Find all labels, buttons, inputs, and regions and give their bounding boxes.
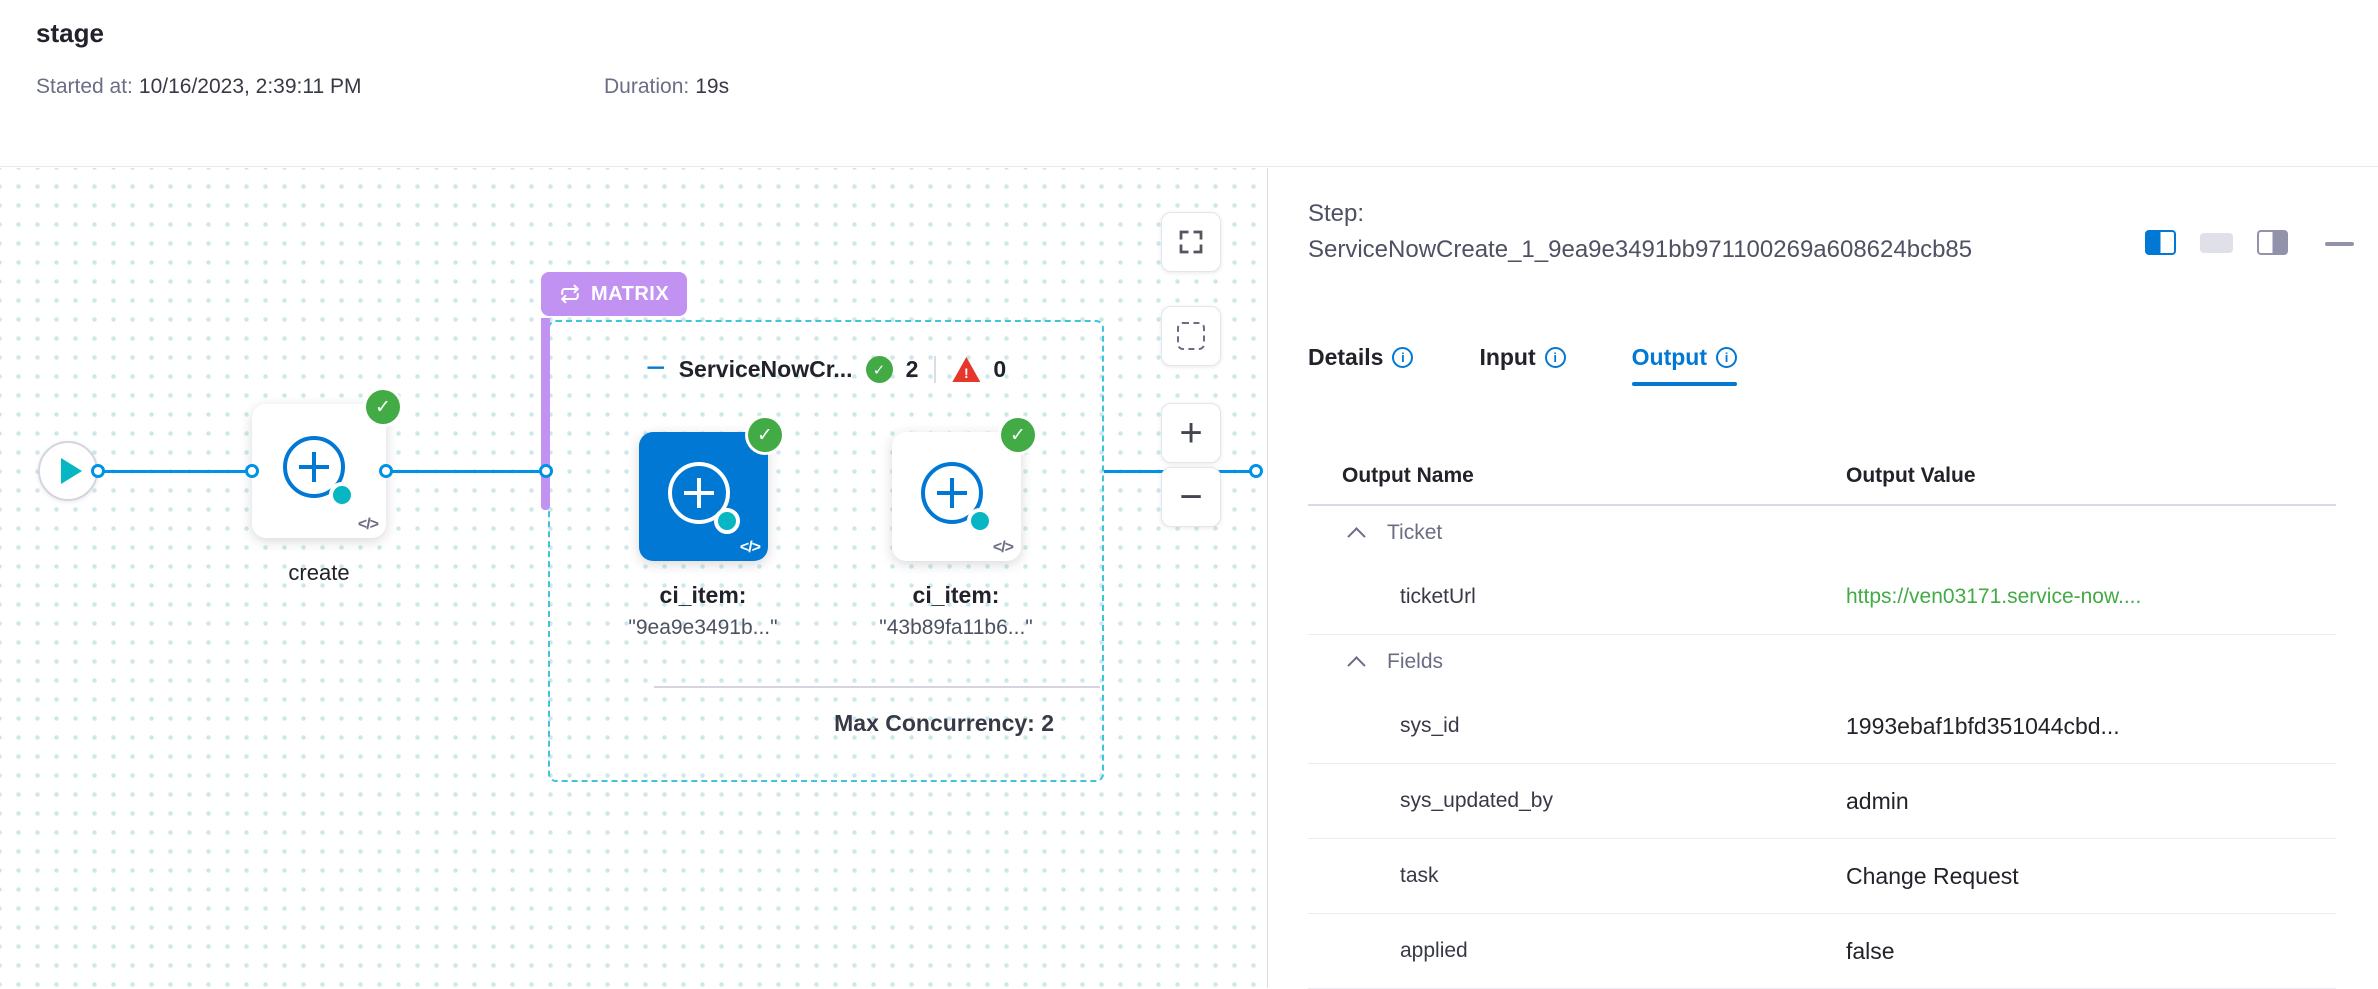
started-at: Started at:10/16/2023, 2:39:11 PM [36,75,362,99]
table-row: task Change Request [1308,839,2336,914]
zoom-in-button[interactable]: + [1161,403,1221,463]
warning-icon: ! [952,357,981,382]
matrix-divider [654,686,1100,688]
matrix-badge-label: MATRIX [591,282,670,305]
chevron-up-icon [1347,526,1366,546]
info-icon[interactable]: i [1544,347,1566,368]
output-name: sys_updated_by [1400,789,1553,812]
stage-header: stage Started at:10/16/2023, 2:39:11 PM … [0,0,2378,167]
minimize-panel-button[interactable] [2325,242,2354,246]
multi-select-button[interactable] [1161,306,1221,366]
servicenow-step-icon [666,460,742,534]
section-row-fields[interactable]: Fields [1308,635,2336,689]
matrix-node-key: ci_item: [659,582,747,608]
column-output-value: Output Value [1846,464,1976,487]
output-name: ticketUrl [1400,585,1476,608]
success-check-icon: ✓ [1001,418,1035,452]
code-icon: </> [739,539,761,556]
connector-edge [68,470,252,473]
output-value: false [1846,937,1895,964]
step-title: Step: ServiceNowCreate_1_9ea9e3491bb9711… [1308,196,1988,268]
pipeline-canvas[interactable]: ✓ </> create MATRIX − ServiceNowCr... ✓ … [0,168,1267,988]
step-label-create: create [288,560,350,585]
collapse-matrix-button[interactable]: − [645,348,666,387]
output-table: Output Name Output Value Ticket ticketUr… [1308,464,2336,989]
success-check-icon: ✓ [366,390,400,424]
matrix-step-node-2[interactable]: ✓ </> [892,418,1035,561]
matrix-node-key: ci_item: [912,582,1000,608]
chevron-up-icon [1347,655,1366,675]
table-row: sys_updated_by admin [1308,764,2336,839]
servicenow-step-icon [919,460,995,534]
output-value: Change Request [1846,862,2019,889]
connector-port [1249,464,1263,478]
ticket-url-link[interactable]: https://ven03171.service-now.... [1846,585,2142,608]
matrix-node-value: "9ea9e3491b..." [628,616,778,639]
output-value: admin [1846,787,1909,814]
matrix-accent-stripe [541,318,550,510]
expand-icon [1179,230,1203,254]
success-count: 2 [905,356,919,382]
matrix-group[interactable]: MATRIX − ServiceNowCr... ✓ 2 ! 0 ✓ </> c… [541,272,1104,782]
column-output-name: Output Name [1342,464,1474,487]
zoom-out-button[interactable]: − [1161,467,1221,527]
duration-label: Duration: [604,75,690,98]
started-at-label: Started at: [36,75,133,98]
step-title-prefix: Step: [1308,200,1365,227]
matrix-header: − ServiceNowCr... ✓ 2 ! 0 [550,348,1102,387]
fullscreen-button[interactable] [1161,212,1221,272]
failed-count: 0 [993,356,1007,382]
play-icon [61,458,82,484]
table-row: sys_id 1993ebaf1bfd351044cbd... [1308,689,2336,764]
servicenow-step-icon [281,434,357,508]
output-value: 1993ebaf1bfd351044cbd... [1846,712,2120,739]
tab-output[interactable]: Output i [1631,344,1738,386]
output-name: sys_id [1400,714,1460,737]
matrix-node-value: "43b89fa11b6..." [879,616,1033,639]
info-icon[interactable]: i [1716,347,1737,368]
page-title: stage [36,18,104,48]
matrix-node-label: ci_item: "43b89fa11b6..." [836,582,1076,640]
panel-tabs: Details i Input i Output i [1308,344,1738,386]
tab-input[interactable]: Input i [1479,344,1566,386]
matrix-title: ServiceNowCr... [678,356,853,382]
step-title-name: ServiceNowCreate_1_9ea9e3491bb971100269a… [1308,236,1973,263]
connector-edge [386,470,546,473]
output-name: applied [1400,939,1468,962]
loop-icon [561,284,579,304]
connector-port [379,464,393,478]
panel-layout-controls [2145,230,2288,255]
code-icon: </> [992,539,1014,556]
success-check-icon: ✓ [865,356,893,383]
duration-value: 19s [695,75,730,98]
info-icon[interactable]: i [1392,347,1414,368]
matrix-step-node-1[interactable]: ✓ </> [639,418,782,561]
section-row-ticket[interactable]: Ticket [1308,506,2336,560]
panel-left-view-icon[interactable] [2145,230,2176,255]
started-at-value: 10/16/2023, 2:39:11 PM [138,75,362,98]
tab-details[interactable]: Details i [1308,344,1414,386]
count-divider [934,356,937,383]
output-table-header: Output Name Output Value [1308,464,2336,506]
connector-port [539,464,553,478]
code-icon: </> [357,516,379,533]
table-row: applied false [1308,914,2336,989]
duration: Duration:19s [604,75,729,99]
selection-icon [1177,322,1205,350]
matrix-badge: MATRIX [541,272,688,316]
matrix-node-label: ci_item: "9ea9e3491b..." [583,582,823,640]
pipeline-start-node[interactable] [38,441,98,501]
panel-bottom-view-icon[interactable] [2200,232,2233,253]
output-name: task [1400,864,1439,887]
connector-port [91,464,105,478]
connector-port [245,464,259,478]
max-concurrency-label: Max Concurrency: 2 [834,710,1054,736]
step-node-create[interactable]: ✓ </> [252,390,400,538]
step-details-panel: Step: ServiceNowCreate_1_9ea9e3491bb9711… [1267,168,2378,989]
success-check-icon: ✓ [748,418,782,452]
table-row: ticketUrl https://ven03171.service-now..… [1308,560,2336,635]
panel-right-view-icon[interactable] [2257,230,2288,255]
